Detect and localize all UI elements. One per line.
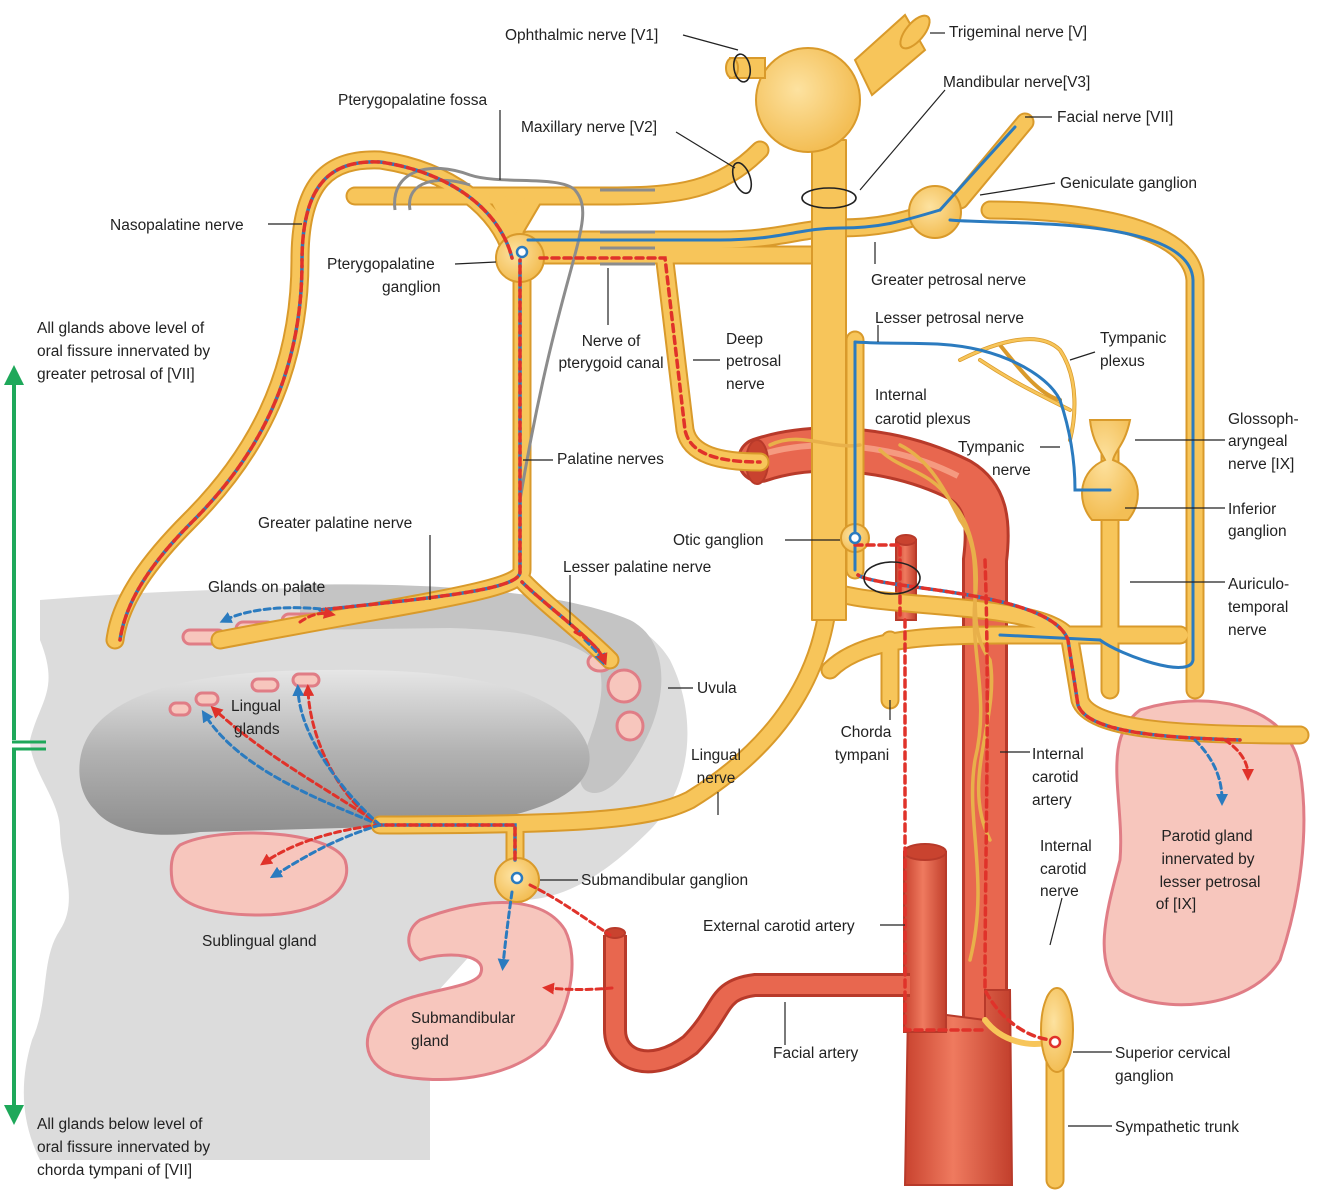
label-lesser-palatine-nerve: Lesser palatine nerve: [563, 559, 711, 576]
label-deep-petrosal-3: nerve: [726, 376, 765, 393]
label-pterygopalatine-ganglion-2: ganglion: [382, 279, 441, 296]
superior-cervical-ganglion-shape: [1041, 988, 1073, 1072]
label-internal-carotid-plexus-2: carotid plexus: [875, 411, 971, 428]
label-external-carotid-artery: External carotid artery: [703, 918, 855, 935]
label-pterygopalatine-ganglion-1: Pterygopalatine: [327, 256, 435, 273]
label-internal-carotid-artery-2: carotid: [1032, 769, 1079, 786]
sublingual-gland: [171, 833, 346, 915]
label-auriculotemporal-1: Auriculo-: [1228, 576, 1289, 593]
label-glands-on-palate: Glands on palate: [208, 579, 325, 596]
label-glossopharyngeal-3: nerve [IX]: [1228, 456, 1294, 473]
trigeminal-ganglion: [756, 48, 860, 152]
label-greater-petrosal-nerve: Greater petrosal nerve: [871, 272, 1026, 289]
label-chorda-tympani-2: tympani: [835, 747, 889, 764]
label-tympanic-plexus-1: Tympanic: [1100, 330, 1167, 347]
label-above-2: oral fissure innervated by: [37, 343, 210, 360]
label-tympanic-nerve-2: nerve: [992, 462, 1031, 479]
inferior-ganglion-shape: [1082, 420, 1138, 520]
label-sympathetic-trunk: Sympathetic trunk: [1115, 1119, 1239, 1136]
label-auriculotemporal-2: temporal: [1228, 599, 1288, 616]
label-greater-palatine-nerve: Greater palatine nerve: [258, 515, 412, 532]
label-mandibular-nerve: Mandibular nerve[V3]: [943, 74, 1090, 91]
label-submandibular-ganglion: Submandibular ganglion: [581, 872, 748, 889]
external-carotid-trunk: [904, 852, 946, 1032]
label-tympanic-plexus-2: plexus: [1100, 353, 1145, 370]
label-inferior-ganglion-1: Inferior: [1228, 501, 1276, 518]
label-trigeminal-nerve: Trigeminal nerve [V]: [949, 24, 1087, 41]
label-superior-cervical-2: ganglion: [1115, 1068, 1174, 1085]
label-lesser-petrosal-nerve: Lesser petrosal nerve: [875, 310, 1024, 327]
label-lingual-nerve-2: nerve: [697, 770, 736, 787]
label-pterygoid-canal-1: Nerve of: [582, 333, 641, 350]
label-parotid-3: lesser petrosal: [1160, 874, 1261, 891]
label-below-1: All glands below level of: [37, 1116, 203, 1133]
label-pterygopalatine-fossa: Pterygopalatine fossa: [338, 92, 487, 109]
label-superior-cervical-1: Superior cervical: [1115, 1045, 1230, 1062]
facial-artery-path: [615, 935, 910, 1061]
label-below-2: oral fissure innervated by: [37, 1139, 210, 1156]
label-facial-nerve: Facial nerve [VII]: [1057, 109, 1173, 126]
label-maxillary-nerve: Maxillary nerve [V2]: [521, 119, 657, 136]
label-glossopharyngeal-2: aryngeal: [1228, 433, 1287, 450]
label-sublingual-gland: Sublingual gland: [202, 933, 317, 950]
label-internal-carotid-nerve-2: carotid: [1040, 861, 1087, 878]
label-lingual-glands-1: Lingual: [231, 698, 281, 715]
label-otic-ganglion: Otic ganglion: [673, 532, 763, 549]
label-deep-petrosal-2: petrosal: [726, 353, 781, 370]
label-auriculotemporal-3: nerve: [1228, 622, 1267, 639]
label-palatine-nerves: Palatine nerves: [557, 451, 664, 468]
label-tympanic-nerve-1: Tympanic: [958, 439, 1025, 456]
label-parotid-1: Parotid gland: [1161, 828, 1252, 845]
label-nasopalatine-nerve: Nasopalatine nerve: [110, 217, 244, 234]
label-chorda-tympani-1: Chorda: [841, 724, 892, 741]
label-submandibular-gland-2: gland: [411, 1033, 449, 1050]
label-above-1: All glands above level of: [37, 320, 205, 337]
label-internal-carotid-artery-3: artery: [1032, 792, 1072, 809]
label-above-3: greater petrosal of [VII]: [37, 366, 195, 383]
label-submandibular-gland-1: Submandibular: [411, 1010, 515, 1027]
label-lingual-glands-2: glands: [234, 721, 280, 738]
label-ophthalmic-nerve: Ophthalmic nerve [V1]: [505, 27, 658, 44]
label-pterygoid-canal-2: pterygoid canal: [558, 355, 663, 372]
label-glossopharyngeal-1: Glossoph-: [1228, 411, 1299, 428]
label-inferior-ganglion-2: ganglion: [1228, 523, 1287, 540]
label-parotid-2: innervated by: [1161, 851, 1254, 868]
label-uvula: Uvula: [697, 680, 737, 697]
label-facial-artery: Facial artery: [773, 1045, 859, 1062]
label-internal-carotid-nerve-1: Internal: [1040, 838, 1092, 855]
label-internal-carotid-plexus-1: Internal: [875, 387, 927, 404]
label-deep-petrosal-1: Deep: [726, 331, 763, 348]
tongue: [79, 670, 589, 835]
label-internal-carotid-artery-1: Internal: [1032, 746, 1084, 763]
label-geniculate-ganglion: Geniculate ganglion: [1060, 175, 1197, 192]
label-below-3: chorda tympani of [VII]: [37, 1162, 192, 1179]
label-internal-carotid-nerve-3: nerve: [1040, 883, 1079, 900]
label-parotid-4: of [IX]: [1156, 896, 1197, 913]
label-lingual-nerve-1: Lingual: [691, 747, 741, 764]
